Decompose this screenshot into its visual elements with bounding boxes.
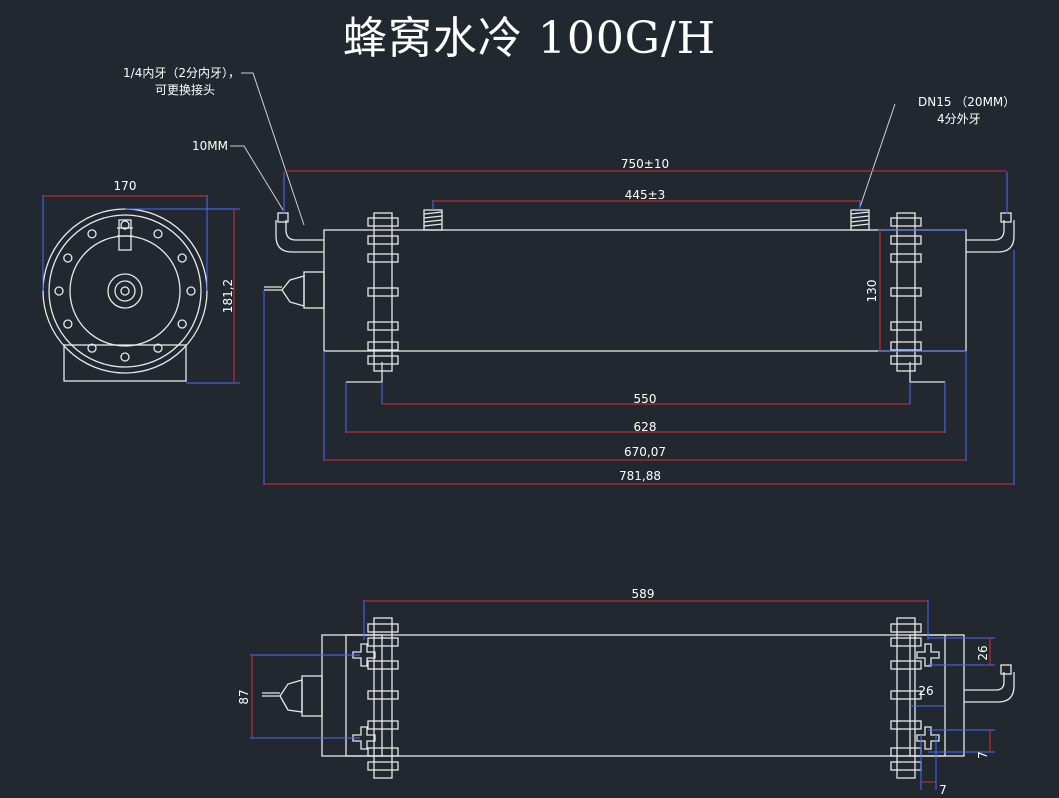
flange-bolt <box>890 321 922 331</box>
bolt-hole <box>63 253 73 263</box>
dim-670-label: 670,07 <box>624 445 666 459</box>
bolt-hole <box>87 229 97 239</box>
note-pipe: 10MM <box>192 139 228 153</box>
end-view-base <box>63 344 187 382</box>
end-view-nipple <box>118 219 132 251</box>
leader-outlet-note <box>859 103 896 208</box>
flange-bolt <box>367 690 399 700</box>
dim-170-label: 170 <box>114 179 137 193</box>
flange-bolt <box>367 341 399 351</box>
bolt-hole <box>153 229 163 239</box>
dim-445-label: 445±3 <box>625 188 666 202</box>
flange-bolt <box>890 623 922 633</box>
flange-bolt <box>890 287 922 297</box>
note-inlet-line2: 可更换接头 <box>155 82 215 97</box>
flange-bolt <box>367 761 399 771</box>
bottom-view-flange-bolts <box>367 623 922 771</box>
side-view-sensor <box>303 271 325 309</box>
bottom-view-body <box>321 634 965 757</box>
flange-bolt <box>890 355 922 365</box>
end-view-fitting <box>107 273 143 309</box>
flange-bolt <box>367 623 399 633</box>
flange-bolt <box>890 637 922 647</box>
flange-bolt <box>890 660 922 670</box>
mount-slot <box>352 643 376 667</box>
flange-bolt <box>890 761 922 771</box>
flange-bolt <box>367 720 399 730</box>
flange-bolt <box>890 690 922 700</box>
dim-87-label: 87 <box>237 689 251 704</box>
dim-181-label: 181,2 <box>221 279 235 313</box>
side-view-left-foot <box>346 362 383 383</box>
note-outlet-line1: DN15 （20MM） <box>918 95 1015 109</box>
side-view-left-flange <box>373 212 393 372</box>
flange-bolt <box>890 253 922 263</box>
end-view-bolt-holes <box>54 220 196 362</box>
end-view-outer-flange <box>42 208 208 374</box>
side-view-inlet-elbow <box>285 220 324 241</box>
flange-bolt <box>367 321 399 331</box>
side-view: 1/4内牙（2分内牙）， 可更换接头 10MM DN15 （20MM） 4分外牙… <box>123 66 1015 485</box>
bottom-view-right-flange <box>896 617 916 779</box>
flange-bolt <box>890 341 922 351</box>
dim-26-vertical-label: 26 <box>976 645 990 660</box>
side-view-outlet-elbow <box>966 220 1005 241</box>
flange-bolt <box>367 217 399 227</box>
dim-26-horizontal-label: 26 <box>918 684 933 698</box>
flange-bolt <box>367 253 399 263</box>
end-view-inner-flange <box>48 214 202 368</box>
flange-bolt <box>367 637 399 647</box>
flange-bolt <box>890 235 922 245</box>
bolt-hole <box>87 343 97 353</box>
mount-slot <box>916 643 940 667</box>
end-view-body <box>69 235 181 347</box>
flange-bolt <box>890 747 922 757</box>
leader-inlet-note <box>241 72 305 226</box>
flange-bolt <box>367 235 399 245</box>
flange-bolt <box>890 720 922 730</box>
end-view-fitting-core <box>120 286 130 296</box>
side-view-flange-bolts <box>367 217 922 365</box>
leader-pipe-note <box>230 145 284 211</box>
bolt-hole <box>63 319 73 329</box>
dim-589-label: 589 <box>632 587 655 601</box>
bottom-view-outlet-elbow <box>964 672 1005 691</box>
bottom-view-mount-slots <box>352 643 940 750</box>
dim-628-label: 628 <box>634 420 657 434</box>
dim-130-label: 130 <box>865 280 879 303</box>
dim-7-vertical-label: 7 <box>976 751 990 759</box>
flange-bolt <box>367 660 399 670</box>
mount-slot <box>352 726 376 750</box>
mount-slot <box>916 726 940 750</box>
flange-bolt <box>367 747 399 757</box>
bottom-view: 589 87 26 26 7 7 <box>237 587 1015 797</box>
bottom-view-sensor <box>301 675 323 717</box>
flange-bolt <box>367 287 399 297</box>
bottom-view-left-flange <box>373 617 393 779</box>
bolt-hole <box>177 253 187 263</box>
dim-7-horizontal-label: 7 <box>939 783 947 797</box>
dim-781-label: 781,88 <box>619 469 661 483</box>
side-view-right-flange <box>896 212 916 372</box>
bolt-hole <box>186 286 196 296</box>
bolt-hole <box>153 343 163 353</box>
bolt-hole <box>120 352 130 362</box>
flange-bolt <box>890 217 922 227</box>
bolt-hole <box>177 319 187 329</box>
bolt-hole <box>120 220 130 230</box>
drawing-title: 蜂窝水冷 100G/H <box>342 13 717 64</box>
dim-550-label: 550 <box>634 392 657 406</box>
end-view: 170 181,2 <box>42 179 240 384</box>
flange-bolt <box>367 355 399 365</box>
dim-750-label: 750±10 <box>621 157 669 171</box>
note-outlet-line2: 4分外牙 <box>937 112 981 126</box>
end-view-fitting-inner <box>114 280 136 302</box>
note-inlet-line1: 1/4内牙（2分内牙）， <box>123 66 240 80</box>
bolt-hole <box>54 286 64 296</box>
